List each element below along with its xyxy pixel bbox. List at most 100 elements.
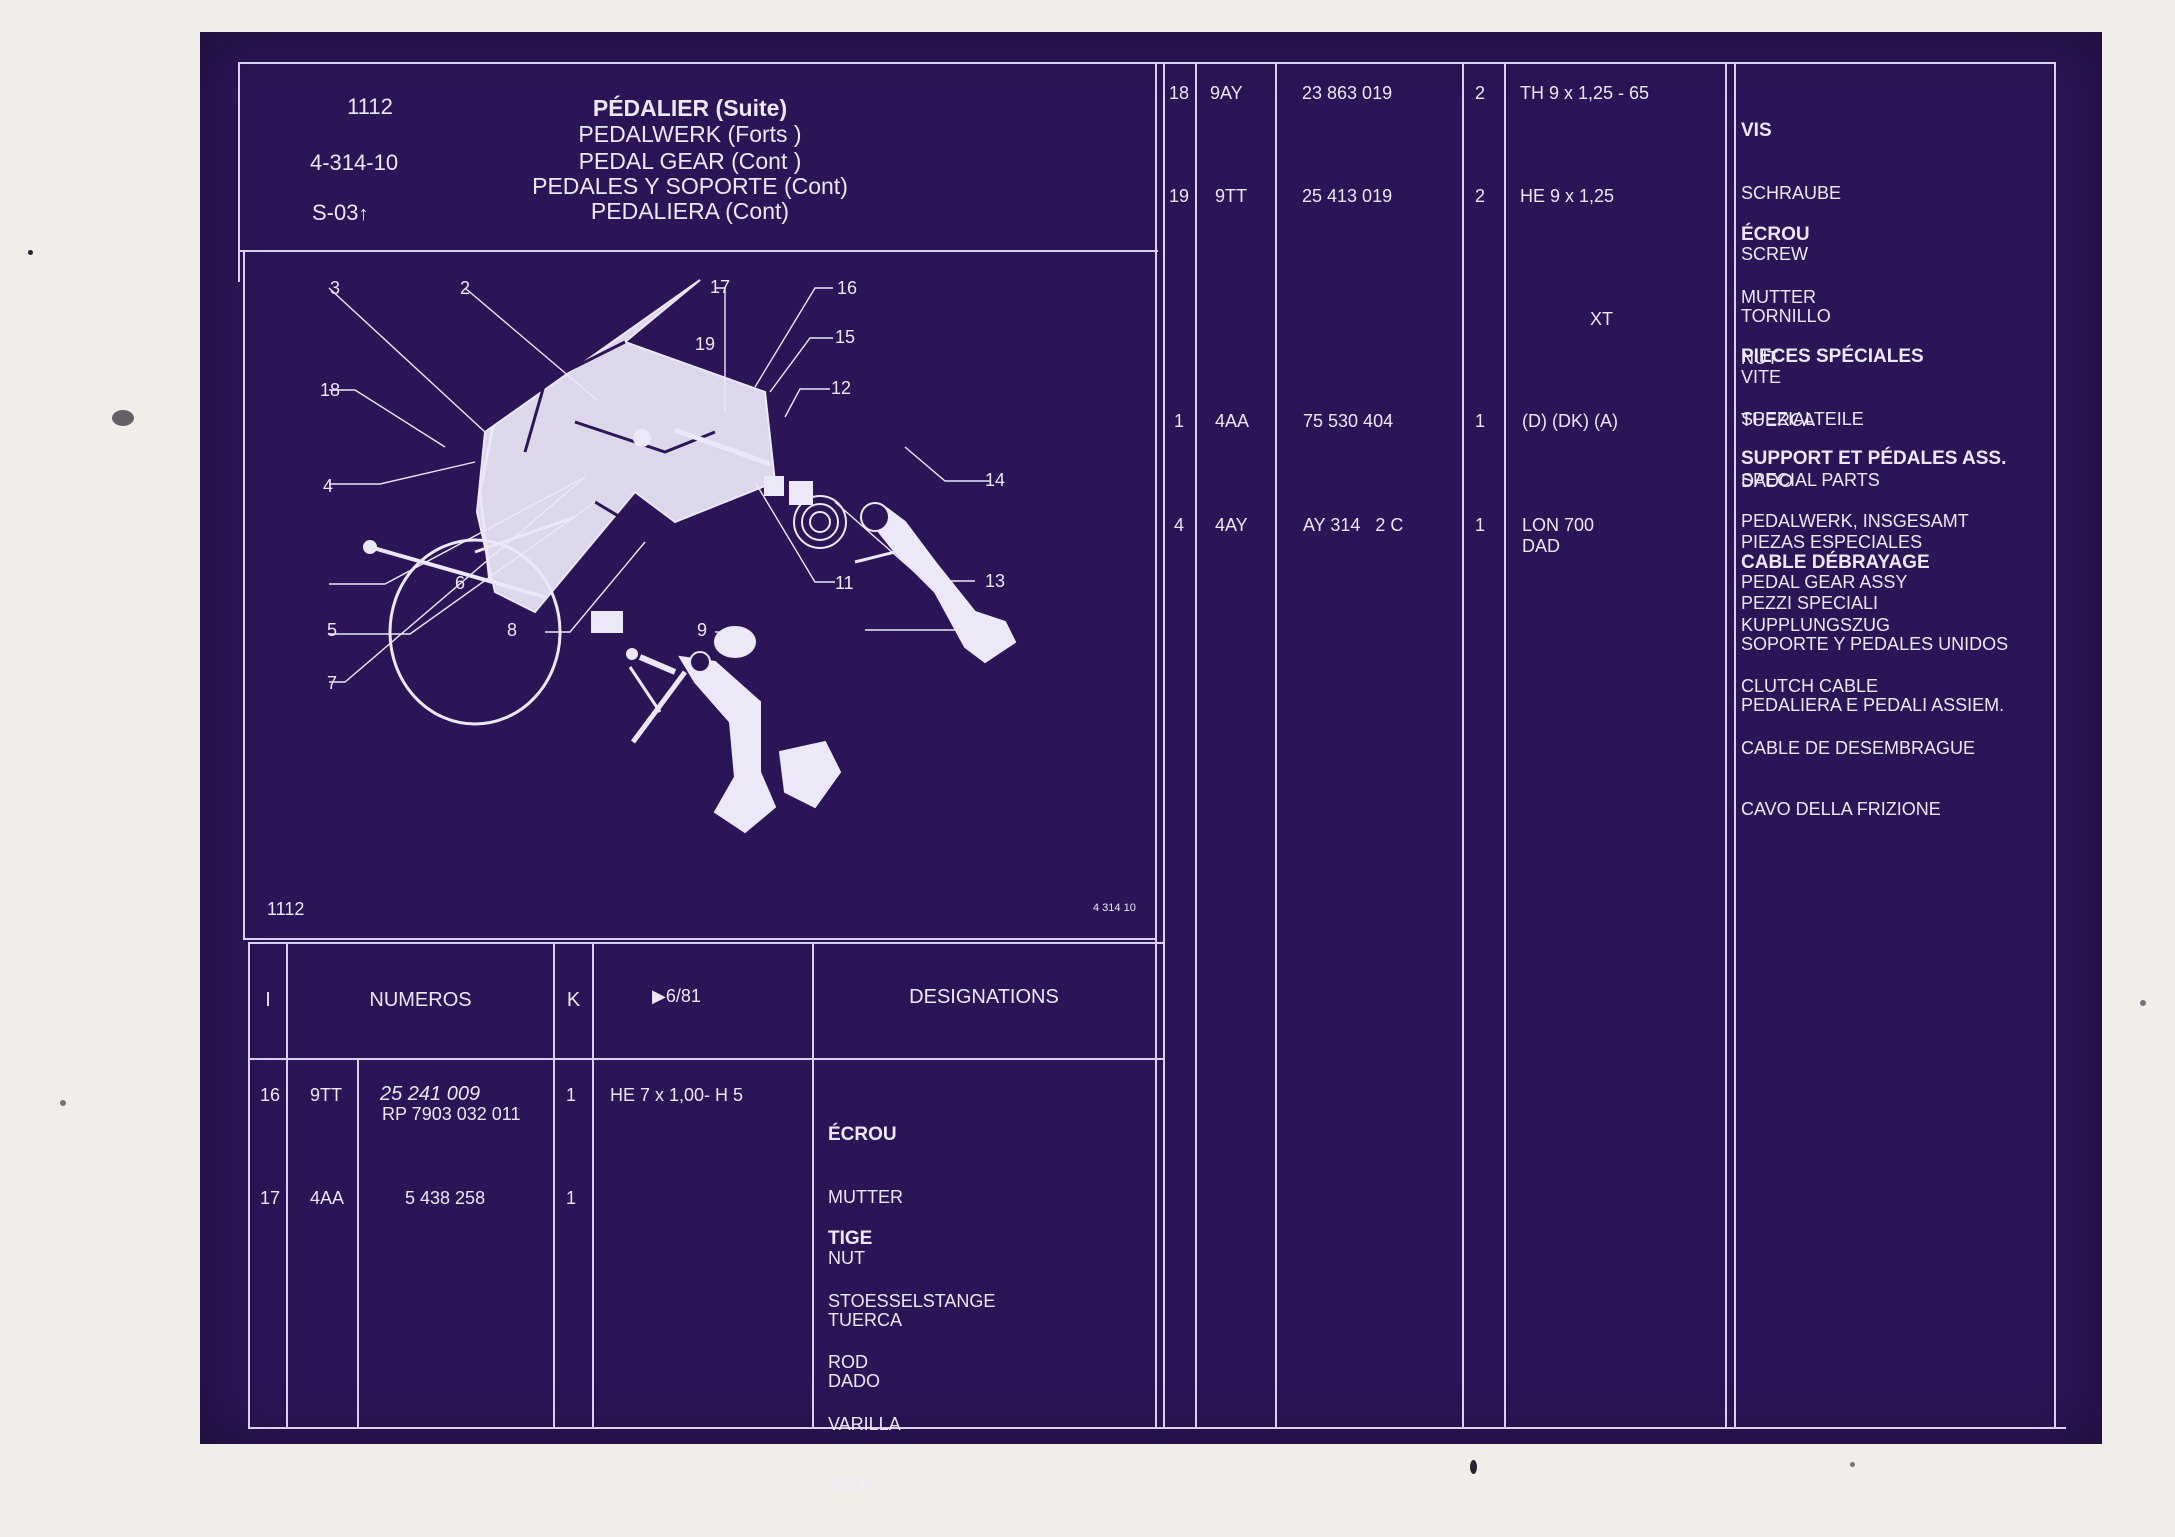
dust-speck (2140, 1000, 2146, 1006)
col-r-number-right (1462, 62, 1464, 1428)
row-qty: 1 (1475, 515, 1486, 535)
row-spec: (D) (DK) (A) (1522, 411, 1618, 431)
frame-right (2054, 62, 2056, 1428)
parts-catalog-slide: 1112 4-314-10 S-03↑ PÉDALIER (Suite) PED… (200, 32, 2102, 1495)
col-numbers-divider (553, 942, 555, 1428)
callout-18: 18 (320, 380, 340, 400)
header-divider (238, 250, 1158, 252)
dust-speck (28, 250, 33, 255)
callout-13: 13 (985, 571, 1005, 591)
row-designation: VIS SCHRAUBE SCREW TORNILLO VITE (1741, 120, 1842, 387)
col-header-designations: DESIGNATIONS (909, 986, 1059, 1008)
row-index: 18 (1168, 83, 1190, 103)
callout-2: 2 (460, 278, 470, 298)
row-qty: 2 (1475, 83, 1486, 103)
col-header-date: ▶6/81 (652, 986, 701, 1006)
callout-12: 12 (831, 378, 851, 398)
diagram-left (243, 250, 245, 938)
row-designation: CABLE DÉBRAYAGE KUPPLUNGSZUG CLUTCH CABL… (1741, 552, 1976, 819)
frame-top (238, 62, 2056, 64)
callout-4: 4 (323, 476, 333, 496)
row-index: 16 (260, 1085, 281, 1105)
col-index-divider (286, 942, 288, 1428)
row-index: 19 (1168, 186, 1190, 206)
row-number: 23 863 019 (1302, 83, 1393, 103)
row-code: 9AY (1210, 83, 1243, 103)
pedal-pad (778, 740, 842, 809)
diagram-group-number: 1112 (267, 899, 305, 919)
col-k-divider (592, 942, 594, 1428)
title-it: PEDALIERA (Cont) (590, 198, 790, 224)
col-spec-divider (812, 942, 814, 1428)
dust-speck (60, 1100, 66, 1106)
callout-17: 17 (710, 277, 730, 297)
row-spec: TH 9 x 1,25 - 65 (1520, 83, 1650, 103)
col-header-k: K (566, 989, 581, 1011)
row-index: 4 (1173, 515, 1184, 535)
table-top (248, 942, 1163, 944)
row-designation: PIECES SPÉCIALES SPEZIALTEILE SPECIAL PA… (1741, 346, 1924, 613)
callout-5: 5 (327, 620, 337, 640)
col-r-qty-right (1504, 62, 1506, 1428)
pedal-gear-exploded-diagram: 3 2 17 16 15 12 19 18 4 14 6 11 13 5 8 9… (320, 277, 1017, 834)
row-code: 9TT (1215, 186, 1248, 206)
row-designation: ÉCROU MUTTER NUT TUERCA DADO (828, 1124, 903, 1391)
row-qty: 1 (566, 1188, 577, 1208)
col-r-code-right (1275, 62, 1277, 1428)
callout-14: 14 (985, 470, 1005, 490)
callout-10: 10 (985, 619, 1005, 639)
row-code: 9TT (310, 1085, 343, 1105)
row-number: AY 314 2 C (1303, 515, 1404, 535)
frame-bottom (248, 1427, 2066, 1429)
row-number: 25 413 019 (1302, 186, 1393, 206)
row-code: 4AY (1215, 515, 1248, 535)
diagram-bottom (243, 938, 1155, 940)
callout-7: 7 (327, 673, 337, 693)
row-number-alt: RP 7903 032 011 (382, 1104, 521, 1124)
row-index: 17 (260, 1188, 281, 1208)
plate-number: 4-314-10 (310, 150, 399, 175)
row-number: 25 241 009 (380, 1083, 481, 1105)
callout-9: 9 (697, 620, 707, 640)
row-qty: 2 (1475, 186, 1486, 206)
row-code: 4AA (310, 1188, 345, 1208)
row-number: 75 530 404 (1303, 411, 1394, 431)
col-header-numbers: NUMEROS (369, 989, 472, 1011)
table-left (248, 942, 250, 1428)
row-spec-alt: DAD (1522, 536, 1561, 556)
right-table-left (1155, 62, 1157, 1428)
row-spec: HE 9 x 1,25 (1520, 186, 1615, 206)
title-fr: PÉDALIER (Suite) (592, 95, 788, 121)
row-spec: XT (1590, 309, 1614, 329)
row-index: 1 (1173, 411, 1184, 431)
dust-speck (1470, 1460, 1477, 1474)
callout-15: 15 (835, 327, 855, 347)
callout-11: 11 (835, 573, 854, 593)
callout-3: 3 (330, 278, 340, 298)
col-r-desc-left (1734, 62, 1736, 1428)
col-code-divider (357, 1058, 359, 1428)
clutch-pedal (873, 505, 1017, 664)
col-r-spec-right (1725, 62, 1727, 1428)
title-en: PEDAL GEAR (Cont ) (578, 148, 802, 174)
row-qty: 1 (1475, 411, 1486, 431)
row-qty: 1 (566, 1085, 577, 1105)
callout-19: 19 (695, 334, 715, 354)
title-es: PEDALES Y SOPORTE (Cont) (532, 173, 848, 199)
table-header-divider (248, 1058, 1163, 1060)
row-number: 5 438 258 (405, 1188, 486, 1208)
group-number: 1112 (347, 94, 393, 119)
series-code: S-03↑ (312, 200, 369, 225)
row-spec: HE 7 x 1,00- H 5 (610, 1085, 744, 1105)
bracket-housing (475, 279, 777, 614)
callout-16: 16 (837, 278, 857, 298)
dust-speck (1850, 1462, 1855, 1467)
row-designation: ÉCROU MUTTER NUT TUERCA DADO (1741, 224, 1816, 491)
col-r-index-left (1163, 62, 1165, 1428)
col-r-index-right (1195, 62, 1197, 1428)
row-designation: SUPPORT ET PÉDALES ASS. PEDALWERK, INSGE… (1741, 448, 2009, 715)
row-code: 4AA (1215, 411, 1250, 431)
title-de: PEDALWERK (Forts ) (578, 121, 802, 147)
callout-6: 6 (455, 573, 465, 593)
dust-speck (112, 410, 134, 426)
